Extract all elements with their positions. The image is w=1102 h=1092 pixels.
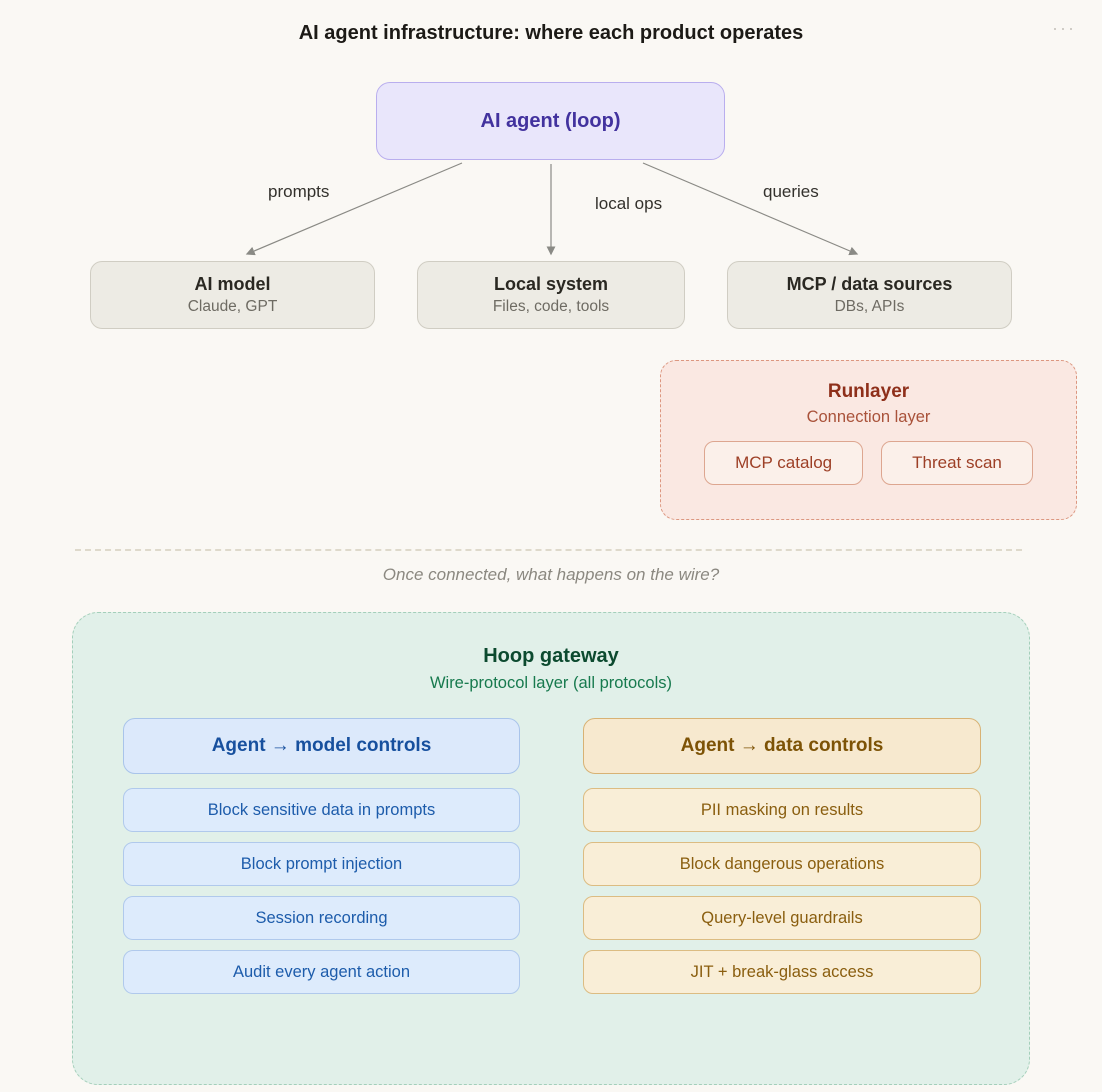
ellipsis-menu-icon[interactable]: ··· xyxy=(1052,18,1076,38)
edge-label-prompts: prompts xyxy=(268,182,330,201)
mcp-data-sources-node: MCP / data sources DBs, APIs xyxy=(727,261,1012,329)
local-system-subtitle: Files, code, tools xyxy=(492,297,610,315)
control-item: Audit every agent action xyxy=(123,950,520,994)
control-item: PII masking on results xyxy=(583,788,981,832)
control-item: Block sensitive data in prompts xyxy=(123,788,520,832)
data-controls-header: Agent → data controls xyxy=(583,718,981,774)
local-system-title: Local system xyxy=(493,274,609,295)
control-item: Session recording xyxy=(123,896,520,940)
ai-agent-label: AI agent (loop) xyxy=(480,109,621,132)
control-item: JIT + break-glass access xyxy=(583,950,981,994)
mcp-data-sources-title: MCP / data sources xyxy=(786,274,953,295)
runlayer-title: Runlayer xyxy=(827,381,910,402)
control-item: Block dangerous operations xyxy=(583,842,981,886)
data-controls-column: Agent → data controls PII masking on res… xyxy=(583,718,981,994)
ai-model-title: AI model xyxy=(194,274,271,295)
edge-label-local-ops: local ops xyxy=(595,194,663,213)
runlayer-panel: Runlayer Connection layer MCP catalog Th… xyxy=(660,360,1077,520)
mcp-catalog-chip: MCP catalog xyxy=(704,441,864,485)
runlayer-chips: MCP catalog Threat scan xyxy=(661,441,1076,485)
ai-model-node: AI model Claude, GPT xyxy=(90,261,375,329)
ai-model-subtitle: Claude, GPT xyxy=(187,297,278,315)
threat-scan-chip: Threat scan xyxy=(881,441,1033,485)
gateway-subtitle: Wire-protocol layer (all protocols) xyxy=(429,674,673,692)
model-controls-header: Agent → model controls xyxy=(123,718,520,774)
runlayer-subtitle: Connection layer xyxy=(806,408,931,426)
edge-label-queries: queries xyxy=(763,182,819,201)
model-controls-column: Agent → model controls Block sensitive d… xyxy=(123,718,520,994)
control-item: Block prompt injection xyxy=(123,842,520,886)
gateway-title: Hoop gateway xyxy=(483,645,619,667)
hoop-gateway-panel: Hoop gateway Wire-protocol layer (all pr… xyxy=(72,612,1030,1085)
section-divider xyxy=(75,549,1022,551)
local-system-node: Local system Files, code, tools xyxy=(417,261,685,329)
ai-agent-node: AI agent (loop) xyxy=(376,82,725,160)
page-title: AI agent infrastructure: where each prod… xyxy=(298,22,804,44)
control-item: Query-level guardrails xyxy=(583,896,981,940)
mcp-data-sources-subtitle: DBs, APIs xyxy=(834,297,905,315)
wire-question-note: Once connected, what happens on the wire… xyxy=(382,565,720,584)
